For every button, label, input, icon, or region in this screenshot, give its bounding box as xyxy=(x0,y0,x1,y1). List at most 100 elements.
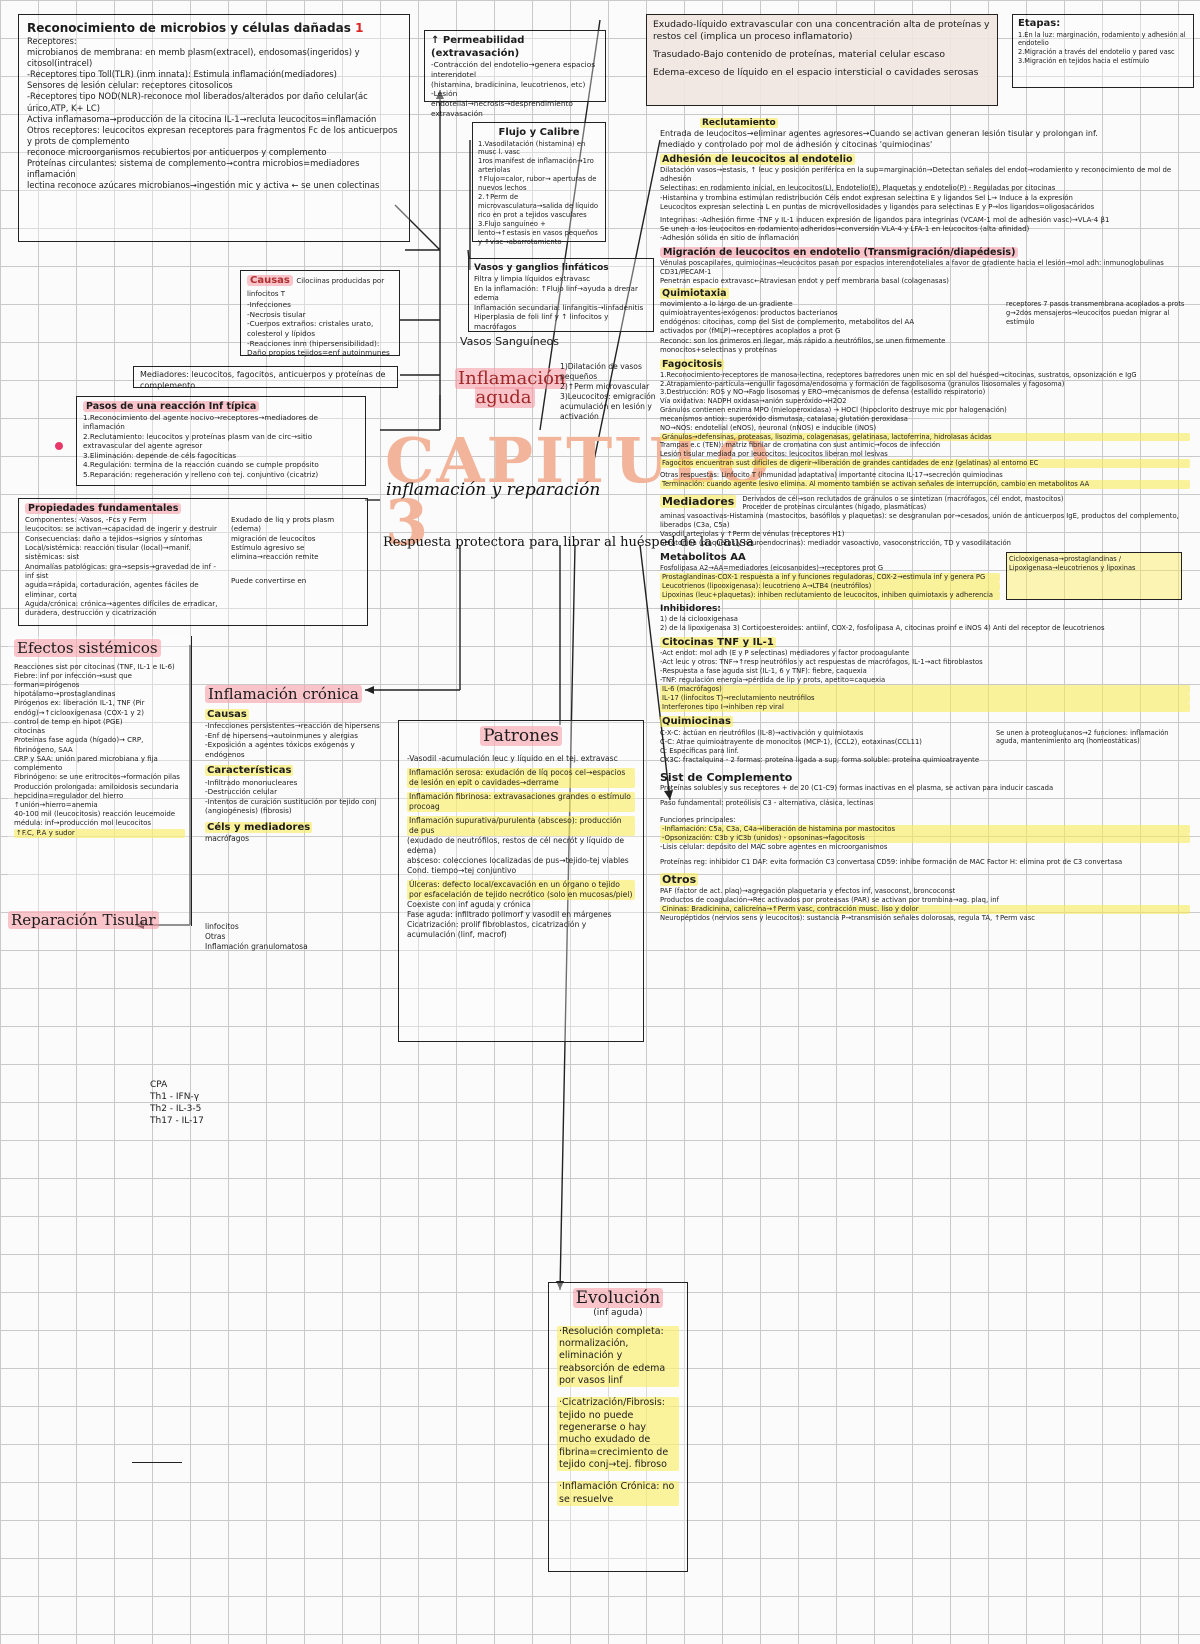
pasos-title: Pasos de una reacción Inf típica xyxy=(83,401,260,412)
reconocimiento-box: Reconocimiento de microbios y células da… xyxy=(18,14,410,242)
text-fragment: Filtra y limpia líquidos extravasc En la… xyxy=(474,274,648,331)
right-quimio_note: receptores 7 pasos transmembrana acoplad… xyxy=(1006,300,1185,326)
right-cito-5: IL-17 (linfocitos T)→reclutamiento neutr… xyxy=(660,694,1190,704)
perm-lines-1: (histamina, bradicinina, leucotrienos, e… xyxy=(431,79,586,89)
right-fago-9: Lesión tisular mediada por leucocitos: l… xyxy=(660,450,888,459)
right-cito-4: IL-6 (macrófagos) xyxy=(660,685,1190,695)
linfocitos-th: CPA Th1 - IFN-γ Th2 - IL-3-5 Th17 - IL-1… xyxy=(150,1080,204,1128)
text-fragment: Proteínas solubles y sus receptores + de… xyxy=(660,784,1190,867)
exudado-lines-2: Edema-exceso de líquido en el espacio in… xyxy=(653,67,979,79)
pasos-lines-4: 5.Reparación: regeneración y relleno con… xyxy=(83,469,319,479)
patrones-lines-2: Inflamación fibrinosa: extravasaciones g… xyxy=(407,791,635,812)
text-fragment: Fosfolipasa A2→AA=mediadores (eicosanoid… xyxy=(660,564,1000,600)
etapas-lines-2: 3.Migración en tejidos hacia el estímulo xyxy=(1018,56,1150,65)
text-fragment: Mediadores xyxy=(660,494,737,512)
right-cito-2: -Respuesta a fase aguda sist (IL-1, 6 y … xyxy=(660,667,867,676)
text-fragment xyxy=(135,19,671,1291)
vasos-lines-1: En la inflamación: ↑Flujo linf→ayuda a d… xyxy=(474,283,638,303)
aguda-lines-2: 3)Leucocitos: emigración xyxy=(560,392,656,402)
right-meta_title: Metabolitos AA xyxy=(660,551,746,563)
right-cito-3: -TNF: regulación energía→pérdida de lip … xyxy=(660,676,886,685)
th-lines-1: Th1 - IFN-γ xyxy=(150,1091,200,1102)
right-fago-5: mecanismos antiox: superóxido dismutasa,… xyxy=(660,414,908,423)
right-otros-2: Cininas: Bradicinina, calicreína→↑Perm v… xyxy=(660,904,1190,914)
chapter-subtitle: Respuesta protectora para librar al hués… xyxy=(383,535,754,550)
flujo-title: Flujo y Calibre xyxy=(498,127,580,138)
evolucion-title: Evolución xyxy=(572,1288,664,1308)
exudado-lines-0: Exudado-líquido extravascular con una co… xyxy=(653,19,990,43)
efectos-lines-13: ↑F.C, P.A y sudor xyxy=(14,828,185,838)
text-fragment: Metabolitos AA Fosfolipasa A2→AA=mediado… xyxy=(660,552,1000,600)
right-medi-0: Derivados de cél→son reclutados de gránu… xyxy=(742,494,1064,503)
right-otras: Otras respuestas: Linfocito T (inmunidad… xyxy=(660,470,1003,479)
permeabilidad-box: ↑ Permeabilidad (extravasación) -Contrac… xyxy=(424,30,606,118)
right-term: Terminación: cuando agente lesivo elimin… xyxy=(660,479,1190,489)
recon-lines-8: Proteínas circulantes: sistema de comple… xyxy=(27,158,360,180)
patrones-lines-7: Úlceras: defecto local/excavación en un … xyxy=(407,879,635,900)
text-fragment: Adhesión de leucocitos al endotelio xyxy=(660,154,1190,166)
right-integ-0: Integrinas: -Adhesión firme -TNF y IL-1 … xyxy=(660,215,1110,224)
text-fragment: -Act endot: mol adh (E y P selectinas) m… xyxy=(660,649,1190,713)
reparacion-title: Reparación Tisular xyxy=(8,911,159,929)
right-fago-3: Vía oxidativa: NADPH oxidasa→anión super… xyxy=(660,397,847,406)
text-fragment xyxy=(467,249,471,271)
right-quim-0: C-X-C: actúan en neutrófilos (IL-8)→acti… xyxy=(660,728,864,737)
right-meta-2: Leucotrienos (lipooxigenasa): leucotrien… xyxy=(660,582,1000,591)
causas-lines-1: -Necrosis tisular xyxy=(247,309,306,319)
recon-lines-2: -Receptores tipo Toll(TLR) (inm innata):… xyxy=(27,69,337,80)
text-fragment: Derivados de cél→son reclutados de gránu… xyxy=(742,495,1063,512)
right-prot_reg: Proteínas reg: inhibidor C1 DAF: evita f… xyxy=(660,858,1123,867)
right-medi_title: Mediadores xyxy=(660,494,737,508)
causas-lines-3: -Reacciones inm (hipersensibilidad): xyxy=(247,338,380,348)
right-quimio-5: monocitos+selectinas y proteínas xyxy=(660,345,777,354)
causas-lines-0: -Infecciones xyxy=(247,300,291,309)
right-meta-1: Prostaglandinas-COX-1 respuesta a inf y … xyxy=(660,573,1000,583)
cronica-caract-1: -Destrucción celular xyxy=(205,787,278,796)
right-recl_title: Reclutamiento xyxy=(700,118,778,128)
flujo-lines-3: 2.↑Perm de microvasculatura→salida de lí… xyxy=(478,193,599,220)
props-lines-2: Consecuencias: daño a tejidos→signos y s… xyxy=(25,533,203,543)
text-fragment xyxy=(436,90,444,99)
text-fragment: Fagocitosis xyxy=(660,358,1190,371)
evolucion-lines-2: ·Inflamación Crónica: no se resuelve xyxy=(557,1481,679,1507)
efectos-lines-9: Producción prolongada: amiloidosis secun… xyxy=(14,782,179,791)
right-adh-1: Selectinas: en rodamiento inicial, en le… xyxy=(660,184,1056,193)
text-fragment: Dilatación vasos→estasis, ↑ leuc y posic… xyxy=(660,166,1190,212)
line-to-evolucion xyxy=(559,544,576,1291)
vasos-lines-2: Inflamación secundaria: linfangitis→linf… xyxy=(474,302,644,312)
reconocimiento-list: Receptores: microbianos de membrana: en … xyxy=(27,36,401,191)
right-comp-2: Funciones principales: xyxy=(660,816,736,825)
causas-note: Cilociinas producidas por linfocitos T xyxy=(247,277,385,298)
right-comp-1: Paso fundamental: proteólisis C3 - alter… xyxy=(660,799,874,808)
recon-lines-5: Activa inflamasoma→producción de la cito… xyxy=(27,113,377,124)
right-sero: Serotonina (plaquetas y neuroendocrinas)… xyxy=(660,538,1011,547)
evolucion-lines-1: ·Cicatrización/Fibrosis: tejido no puede… xyxy=(557,1397,679,1472)
text-fragment: Integrinas: -Adhesión firme -TNF y IL-1 … xyxy=(660,216,1190,244)
cronica-extra-0: linfocitos xyxy=(205,921,239,931)
right-fago-0: 1.Reconocimiento-receptores de manosa-le… xyxy=(660,370,1137,379)
right-fago-6: NO→NOS: endotelial (eNOS), neuronal (nNO… xyxy=(660,423,877,432)
text-fragment: 1.Reconocimiento-receptores de manosa-le… xyxy=(660,371,1190,489)
right-fago_title: Fagocitosis xyxy=(660,358,725,370)
text-fragment: aminas vasoactivas-Histamina (mastocitos… xyxy=(660,512,1190,548)
text-fragment: Otros xyxy=(660,873,1190,887)
flujo-lines-4: 3.Flujo sanguíneo + lento→↑estasis en va… xyxy=(478,220,598,247)
right-migr-0: Vénulas poscapilares, quimiocinas→leucoc… xyxy=(660,259,1164,277)
permeabilidad-title: ↑ Permeabilidad (extravasación) xyxy=(431,35,525,59)
flujo-lines-1: 1ros manifest de inflamación→1ro arterio… xyxy=(478,157,594,175)
vasos-lines-0: Filtra y limpia líquidos extravasc xyxy=(474,274,591,284)
right-comp-5: -Lisis celular: depósito del MAC sobre a… xyxy=(660,843,888,852)
exudado-box: Exudado-líquido extravascular con una co… xyxy=(646,14,998,106)
cronica-cels-0: macrófagos xyxy=(205,834,250,843)
text-fragment: Pasos de una reacción Inf típica xyxy=(83,401,359,413)
efectos-lines-3: Pirógenos ex: liberación IL-1, TNF (Pir … xyxy=(14,699,145,717)
patrones-lines-10: Cicatrización: prolif fibroblastos, cica… xyxy=(407,919,587,939)
evolucion-lines-0: ·Resolución completa: normalización, eli… xyxy=(557,1325,679,1388)
right-fago-2: 3.Destrucción: ROS y NO→Fago lisosomas y… xyxy=(660,388,986,397)
text-fragment: -Infecciones -Necrosis tisular -Cuerpos … xyxy=(247,300,393,358)
text-fragment: macrófagos xyxy=(205,834,385,844)
recon-lines-4: -Receptores tipo NOD(NLR)-reconoce mol l… xyxy=(27,91,368,113)
divider-line xyxy=(132,1462,182,1463)
right-cito_title: Citocinas TNF y IL-1 xyxy=(660,636,776,648)
pasos-lines-3: 4.Regulación: termina de la reacción cua… xyxy=(83,460,319,470)
